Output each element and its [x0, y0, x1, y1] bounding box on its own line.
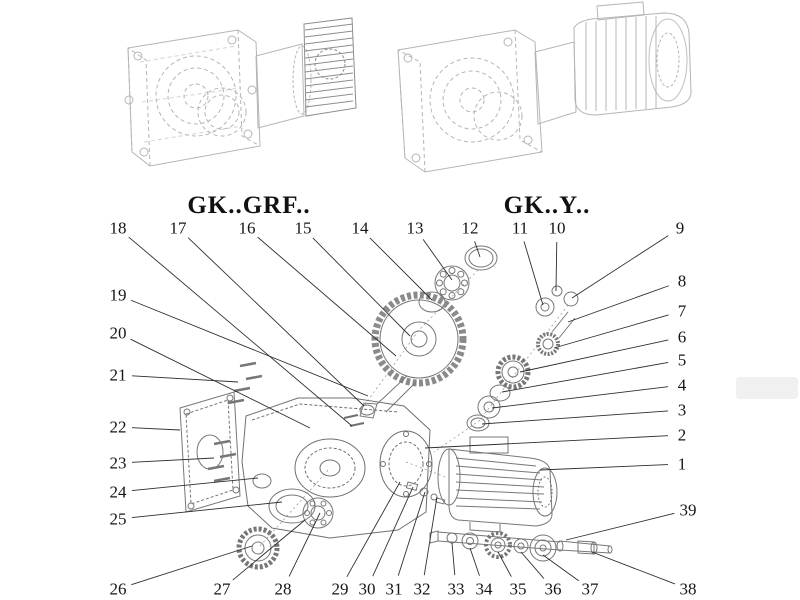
callout-2: 2 [677, 425, 687, 445]
callout-22: 22 [109, 417, 127, 437]
leader-line-21 [131, 375, 239, 383]
leader-line-34 [469, 547, 480, 576]
callout-7: 7 [677, 301, 687, 321]
leader-line-38 [591, 551, 676, 585]
leader-line-5 [501, 362, 669, 393]
model-label-gk-grf: GK..GRF.. [187, 192, 311, 219]
callout-31: 31 [385, 579, 403, 599]
callout-17: 17 [169, 218, 187, 238]
leader-lines [128, 235, 676, 586]
leader-line-17 [187, 237, 365, 407]
leader-line-15 [312, 237, 411, 337]
leader-line-1 [539, 464, 669, 471]
leader-line-18 [128, 236, 353, 427]
callout-23: 23 [109, 453, 127, 473]
callout-32: 32 [413, 579, 431, 599]
leader-line-24 [131, 477, 259, 492]
callout-18: 18 [109, 218, 127, 238]
leader-line-27 [232, 519, 306, 581]
exploded-view [179, 245, 613, 570]
callout-33: 33 [447, 579, 465, 599]
leader-line-16 [257, 236, 397, 357]
studs-lower [207, 439, 237, 483]
input-shaft-stack [466, 285, 579, 432]
mounting-plate [179, 361, 272, 513]
studs-upper [227, 361, 263, 405]
model-label-gk-y: GK..Y.. [503, 192, 591, 219]
motor [437, 436, 558, 533]
main-gear-stack [359, 245, 498, 419]
callout-38: 38 [679, 579, 697, 599]
leader-line-36 [520, 551, 545, 579]
callout-3: 3 [677, 400, 687, 420]
callout-28: 28 [274, 579, 292, 599]
callout-35: 35 [509, 579, 527, 599]
housing [241, 397, 433, 539]
callout-8: 8 [677, 271, 687, 291]
callout-24: 24 [109, 482, 127, 502]
leader-line-23 [131, 457, 215, 463]
callout-12: 12 [461, 218, 479, 238]
callout-14: 14 [351, 218, 369, 238]
callout-26: 26 [109, 579, 127, 599]
leader-line-26 [131, 545, 253, 586]
leader-line-7 [553, 314, 669, 349]
leader-line-31 [397, 491, 426, 576]
leader-line-13 [422, 239, 453, 281]
leader-line-10 [555, 241, 558, 292]
callout-21: 21 [109, 365, 127, 385]
leader-line-14 [369, 237, 433, 301]
leader-line-22 [131, 427, 181, 431]
leader-line-4 [491, 386, 669, 409]
input-fins [303, 17, 357, 117]
leader-line-8 [567, 285, 669, 323]
callout-34: 34 [475, 579, 493, 599]
leader-line-20 [130, 338, 311, 429]
leader-line-3 [481, 410, 669, 425]
callout-15: 15 [294, 218, 312, 238]
leader-line-9 [571, 235, 669, 299]
leader-line-19 [130, 299, 369, 397]
output-shaft-assembly [429, 530, 613, 562]
callout-30: 30 [358, 579, 376, 599]
leader-line-33 [451, 542, 456, 576]
leader-line-37 [542, 554, 579, 582]
callout-5: 5 [677, 350, 687, 370]
callout-10: 10 [548, 218, 566, 238]
motor-illustration [573, 1, 692, 116]
callout-20: 20 [109, 323, 127, 343]
callout-36: 36 [544, 579, 562, 599]
callout-4: 4 [677, 375, 687, 395]
callout-13: 13 [406, 218, 424, 238]
leader-line-35 [497, 551, 512, 577]
leader-line-25 [131, 501, 283, 519]
alignment-axes [259, 269, 569, 547]
leader-line-12 [474, 241, 481, 258]
callout-16: 16 [238, 218, 256, 238]
leader-line-28 [288, 512, 321, 577]
callout-37: 37 [581, 579, 599, 599]
callout-1: 1 [677, 454, 687, 474]
bearing-rollers [436, 267, 468, 299]
callout-39: 39 [679, 500, 697, 520]
callout-6: 6 [677, 327, 687, 347]
leader-line-2 [424, 435, 669, 449]
callout-27: 27 [213, 579, 231, 599]
callout-29: 29 [331, 579, 349, 599]
leader-line-6 [519, 339, 669, 373]
leader-line-32 [423, 496, 438, 576]
callout-25: 25 [109, 509, 127, 529]
gearbox-y-illustration [397, 1, 692, 173]
callout-11: 11 [511, 218, 529, 238]
callout-19: 19 [109, 285, 127, 305]
cover-and-bearings [236, 488, 334, 570]
watermark [736, 377, 798, 399]
gearbox-grf-illustration [124, 17, 357, 167]
leader-line-39 [565, 512, 675, 541]
leader-line-11 [523, 241, 544, 306]
callout-9: 9 [675, 218, 685, 238]
leader-line-29 [346, 481, 401, 578]
leader-line-30 [372, 486, 414, 577]
